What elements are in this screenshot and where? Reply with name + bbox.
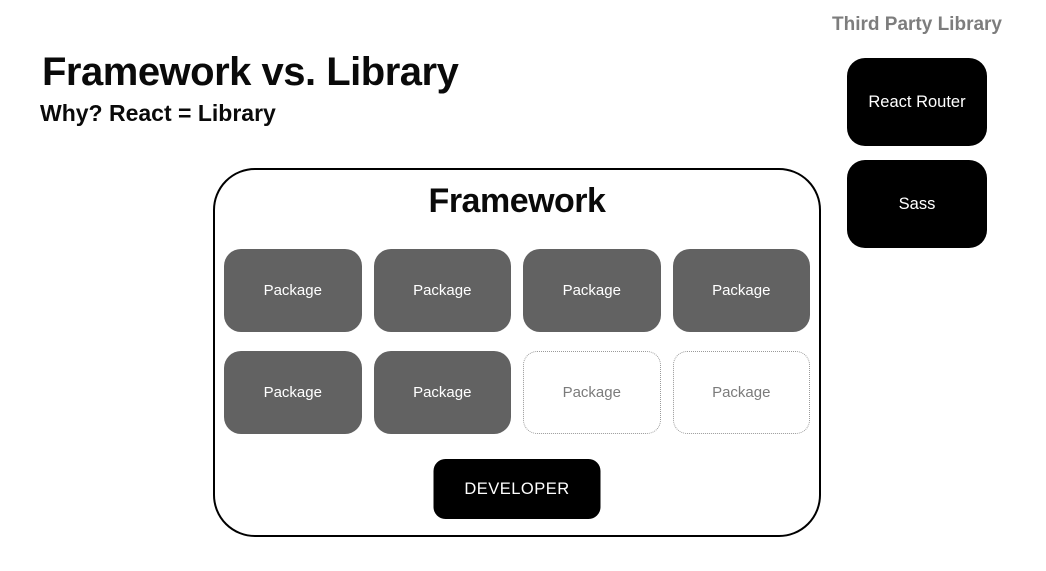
- package-box: Package: [523, 351, 661, 434]
- package-box: Package: [373, 249, 511, 332]
- package-box: Package: [672, 351, 810, 434]
- package-label: Package: [712, 384, 771, 401]
- package-label: Package: [562, 384, 621, 401]
- developer-label: DEVELOPER: [464, 479, 570, 498]
- package-label: Package: [413, 282, 472, 299]
- third-party-item-react-router: React Router: [847, 58, 987, 146]
- framework-title: Framework: [428, 182, 606, 220]
- page-title: Framework vs. Library: [42, 50, 459, 94]
- package-box: Package: [224, 249, 362, 332]
- package-label: Package: [562, 282, 621, 299]
- package-grid: Package Package Package Package Package …: [224, 249, 810, 434]
- third-party-item-label: Sass: [898, 194, 936, 213]
- third-party-section: Third Party Library: [810, 14, 1024, 36]
- package-box: Package: [523, 249, 661, 332]
- third-party-item-sass: Sass: [847, 160, 987, 248]
- package-label: Package: [413, 384, 472, 401]
- package-box: Package: [672, 249, 810, 332]
- page-subtitle: Why? React = Library: [40, 100, 276, 126]
- package-label: Package: [263, 282, 322, 299]
- third-party-heading: Third Party Library: [832, 14, 1002, 35]
- package-box: Package: [224, 351, 362, 434]
- package-label: Package: [263, 384, 322, 401]
- package-label: Package: [712, 282, 771, 299]
- third-party-item-label: React Router: [868, 92, 966, 111]
- developer-box: DEVELOPER: [433, 459, 601, 519]
- framework-container: Framework Package Package Package Packag…: [213, 168, 821, 537]
- package-box: Package: [373, 351, 511, 434]
